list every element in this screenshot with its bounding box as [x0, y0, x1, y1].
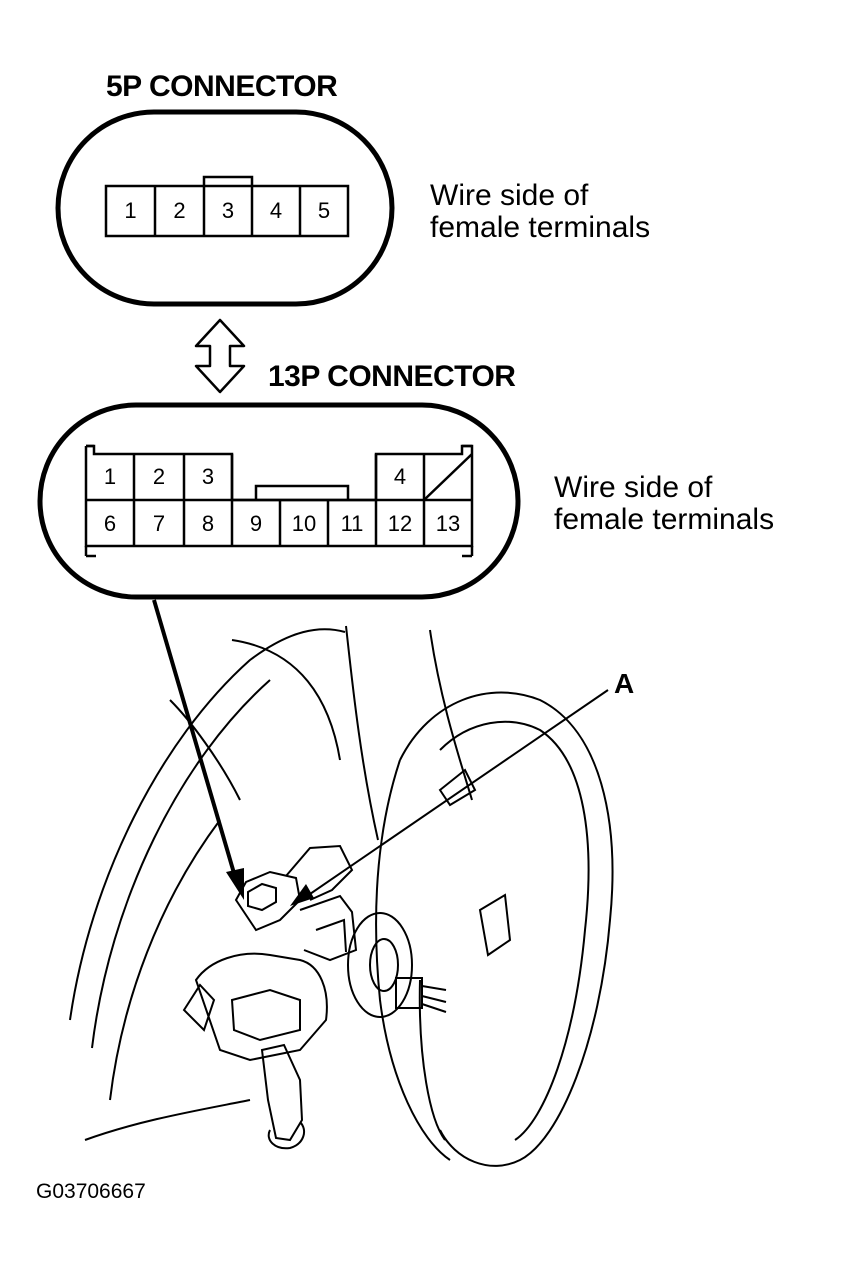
connector-13p-pin-8: 8: [201, 511, 215, 536]
connector-5p-title: 5P CONNECTOR: [106, 70, 338, 103]
connector-13p-pin-10: 10: [291, 511, 317, 536]
connector-13p-pin-1: 1: [103, 464, 117, 489]
connector-13p-pin-2: 2: [152, 464, 166, 489]
connector-13p-side-label-line1: Wire side of: [554, 471, 713, 504]
connector-13p-pin-7: 7: [152, 511, 166, 536]
leader-arrow-13p: [152, 599, 244, 900]
connector-13p-side-label-line2: female terminals: [554, 503, 775, 536]
connector-13p-block: [84, 444, 474, 558]
connector-5p-pin-1: 1: [124, 198, 137, 223]
leader-arrow-a: [290, 689, 609, 906]
connector-5p-pin-5: 5: [317, 198, 331, 223]
connector-13p-pin-9: 9: [249, 511, 263, 536]
connector-5p-side-label-line1: Wire side of: [430, 179, 589, 212]
connector-5p-block: [104, 175, 350, 238]
connector-13p-pin-13: 13: [435, 511, 461, 536]
connector-5p-outline: [55, 109, 395, 307]
connector-13p-pin-3: 3: [201, 464, 215, 489]
connector-5p-pin-2: 2: [173, 198, 186, 223]
double-arrow-icon: [194, 318, 246, 394]
figure-id: G03706667: [36, 1180, 146, 1203]
connector-13p-pin-11: 11: [340, 511, 364, 536]
connector-5p-side-label-line2: female terminals: [430, 211, 651, 244]
connector-13p-pin-12: 12: [387, 511, 413, 536]
connector-13p-outline: [37, 402, 521, 600]
connector-5p-pin-3: 3: [221, 198, 235, 223]
callout-label-a: A: [614, 668, 635, 699]
steering-column-illustration: [69, 625, 614, 1167]
connector-5p-pin-4: 4: [269, 198, 283, 223]
connector-13p-pin-6: 6: [103, 511, 117, 536]
connector-13p-pin-4: 4: [393, 464, 407, 489]
connector-13p-title: 13P CONNECTOR: [268, 360, 516, 393]
